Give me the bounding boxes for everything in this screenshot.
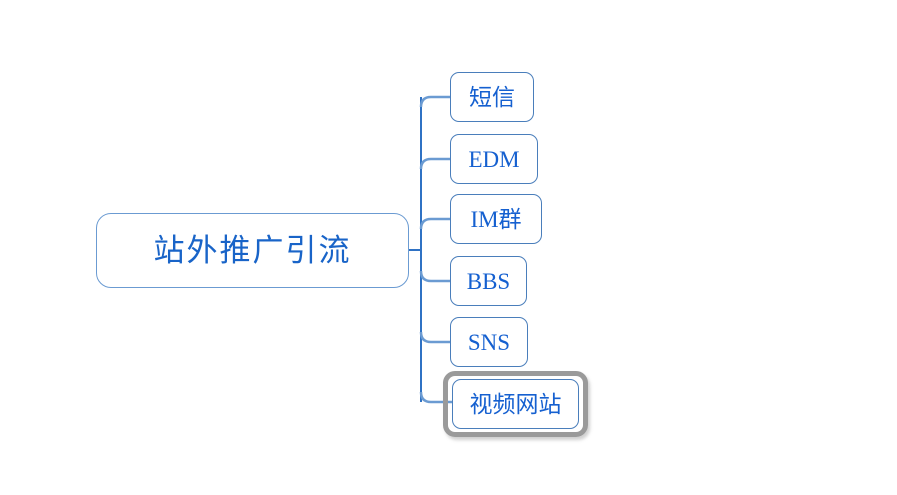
selection-highlight: [443, 371, 588, 437]
mindmap-node-label: 视频网站: [469, 391, 562, 417]
mindmap-node-sms[interactable]: 短信: [450, 72, 534, 122]
mindmap-node-label: BBS: [466, 268, 511, 294]
mindmap-root-node[interactable]: 站外推广引流: [96, 213, 409, 288]
mindmap-node-label: EDM: [468, 146, 520, 172]
mindmap-root-label: 站外推广引流: [153, 233, 352, 268]
connector-branch-edm: [419, 157, 450, 170]
mindmap-node-im-group[interactable]: IM群: [450, 194, 542, 244]
mindmap-node-label: SNS: [467, 329, 511, 355]
connector-branch-sms: [419, 95, 450, 108]
mindmap-node-sns[interactable]: SNS: [450, 317, 528, 367]
mindmap-node-edm[interactable]: EDM: [450, 134, 538, 184]
connector-branch-sns: [419, 331, 450, 344]
mindmap-node-label: IM群: [470, 206, 522, 232]
mindmap-node-bbs[interactable]: BBS: [450, 256, 527, 306]
mindmap-node-video-site[interactable]: 视频网站: [452, 379, 579, 429]
connector-branch-imq: [419, 217, 450, 230]
connector-branch-bbs: [419, 270, 450, 283]
mindmap-node-label: 短信: [469, 84, 515, 110]
